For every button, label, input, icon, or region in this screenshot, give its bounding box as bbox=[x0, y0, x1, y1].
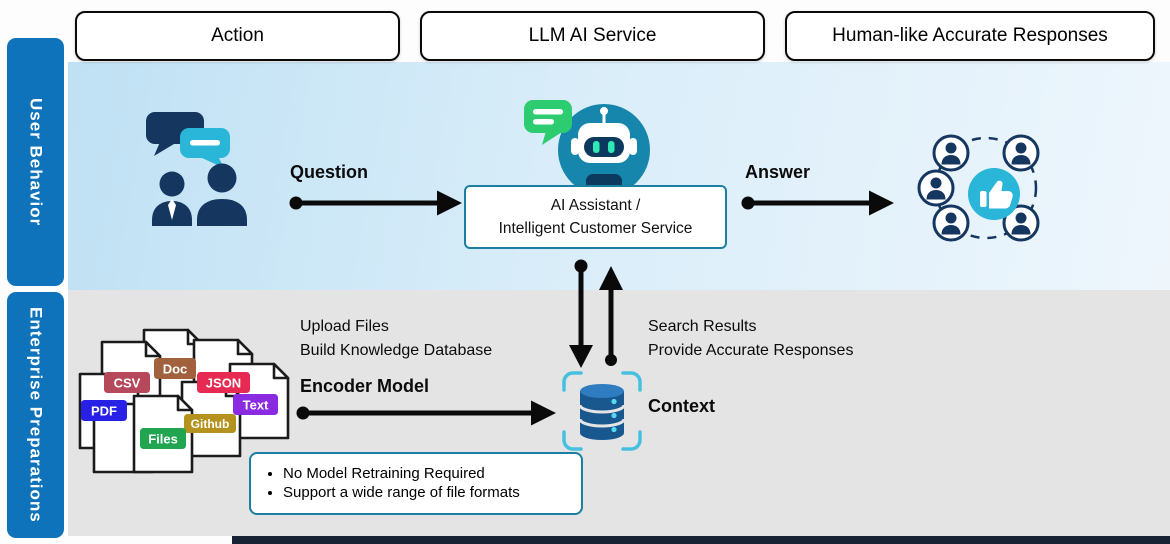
ai-assistant-line2: Intelligent Customer Service bbox=[498, 220, 693, 237]
file-format-badges: CSV Doc JSON PDF Text Github Files bbox=[81, 358, 278, 449]
satisfied-users-icon bbox=[917, 134, 1040, 242]
db-cylinder bbox=[578, 384, 626, 440]
csv-badge-label: CSV bbox=[114, 376, 141, 391]
context-label: Context bbox=[648, 396, 715, 416]
files-badge bbox=[140, 428, 186, 449]
database-icon bbox=[562, 371, 642, 451]
text-badge bbox=[233, 394, 278, 415]
text-badge-label: Text bbox=[243, 398, 269, 413]
speech-bubble-icon bbox=[524, 100, 572, 145]
file-stack-icon: CSV Doc JSON PDF Text Github Files bbox=[78, 328, 290, 474]
note-item: Support a wide range of file formats bbox=[283, 484, 571, 501]
search-caption-line1: Search Results bbox=[648, 318, 757, 335]
json-badge-label: JSON bbox=[206, 376, 241, 391]
sidebar-user-behavior: User Behavior bbox=[7, 38, 64, 286]
sidebar-enterprise-preparations: Enterprise Preparations bbox=[7, 292, 64, 538]
answer-label: Answer bbox=[745, 162, 811, 182]
pdf-badge-label: PDF bbox=[91, 404, 117, 419]
note-item: No Model Retraining Required bbox=[283, 465, 571, 482]
user-behavior-label: User Behavior bbox=[26, 97, 46, 227]
notes-list: No Model Retraining Required Support a w… bbox=[265, 465, 571, 501]
two-users-icon bbox=[152, 163, 247, 226]
upload-caption-line2: Build Knowledge Database bbox=[300, 342, 493, 359]
csv-badge bbox=[104, 372, 150, 393]
thumbs-up-icon bbox=[968, 168, 1020, 220]
files-badge-label: Files bbox=[148, 432, 178, 447]
upload-caption-line1: Upload Files bbox=[300, 318, 389, 335]
ai-assistant-line1: AI Assistant / bbox=[550, 196, 641, 214]
github-badge-label: Github bbox=[191, 417, 230, 431]
doc-badge bbox=[154, 358, 196, 379]
enterprise-preparations-label: Enterprise Preparations bbox=[26, 307, 46, 523]
pdf-badge bbox=[81, 400, 127, 421]
json-badge bbox=[197, 372, 250, 393]
bottom-bar bbox=[232, 536, 1170, 544]
header-human-like-responses: Human-like Accurate Responses bbox=[785, 11, 1155, 61]
header-action: Action bbox=[75, 11, 400, 61]
chat-bubbles-icon bbox=[146, 112, 230, 168]
avatar-icons bbox=[917, 134, 1040, 242]
focus-brackets-icon bbox=[562, 371, 642, 451]
github-badge bbox=[184, 414, 236, 433]
robot-icon bbox=[524, 100, 650, 196]
header-llm-ai-service: LLM AI Service bbox=[420, 11, 765, 61]
search-caption-line2: Provide Accurate Responses bbox=[648, 342, 854, 359]
encoder-model-label: Encoder Model bbox=[300, 376, 430, 396]
notes-box: No Model Retraining Required Support a w… bbox=[249, 452, 583, 515]
question-label: Question bbox=[290, 162, 369, 182]
doc-badge-label: Doc bbox=[163, 362, 188, 377]
users-chat-icon bbox=[146, 112, 247, 226]
ai-assistant-box: AI Assistant / Intelligent Customer Serv… bbox=[464, 185, 727, 249]
